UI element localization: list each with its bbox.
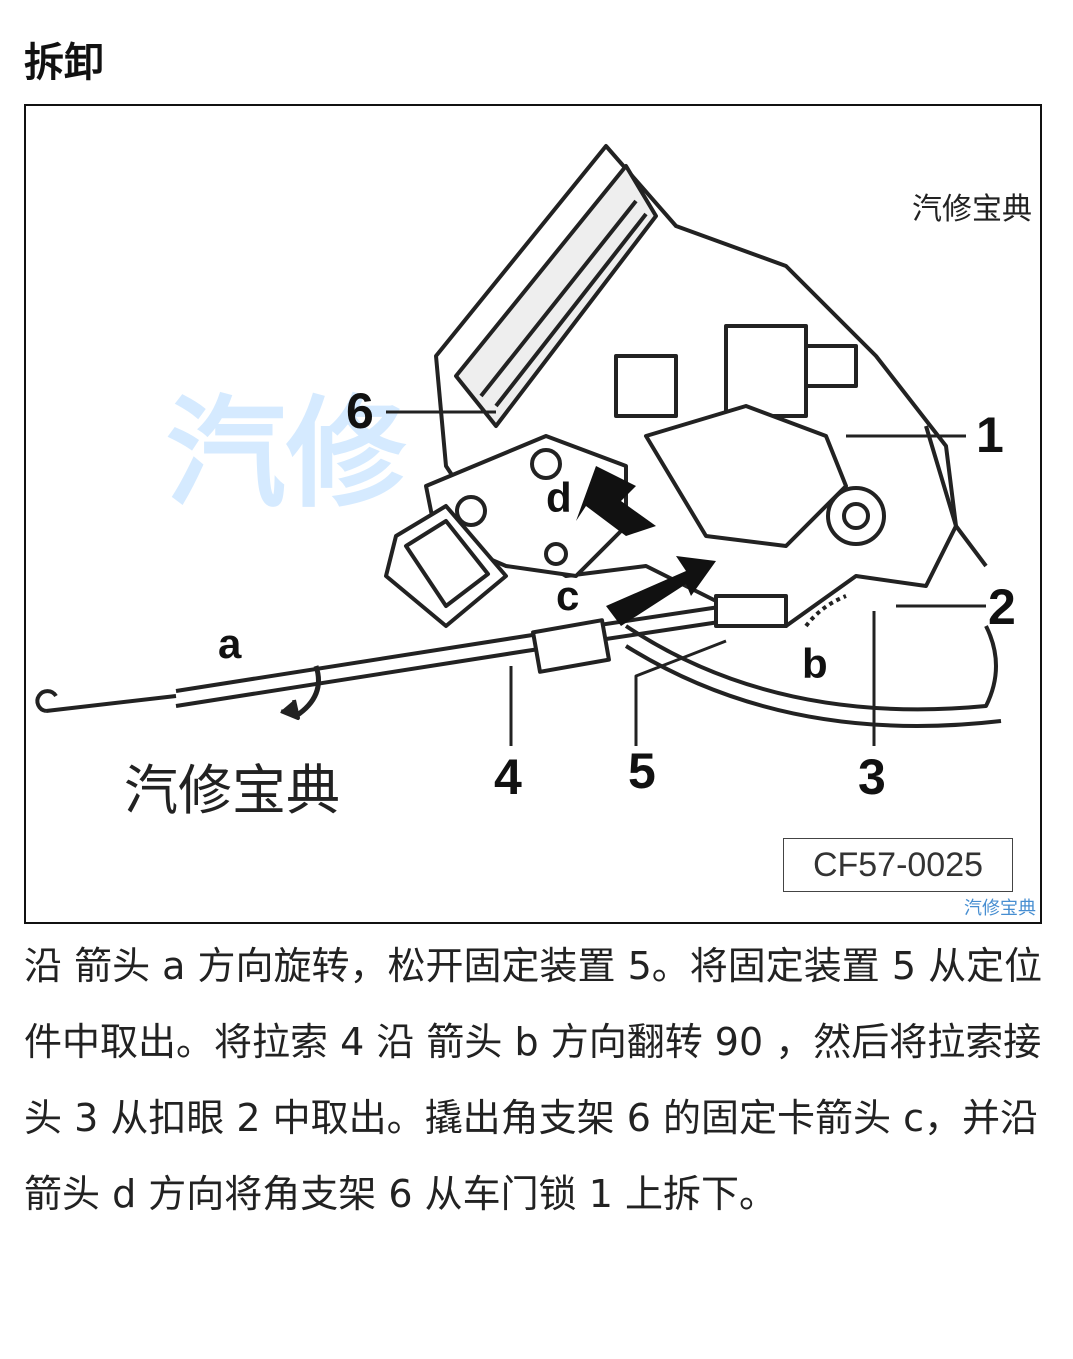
door-lock-diagram: 汽修 宝典	[24, 104, 1042, 924]
callout-5: 5	[628, 743, 656, 799]
arrow-label-b: b	[802, 640, 828, 687]
watermark-big-1: 汽修	[166, 385, 406, 524]
arrow-label-a: a	[218, 620, 242, 667]
callout-1: 1	[976, 407, 1004, 463]
callout-6: 6	[346, 383, 374, 439]
figure-code: CF57-0025	[783, 838, 1013, 892]
description-text: 沿 箭头 a 方向旋转，松开固定装置 5。将固定装置 5 从定位件中取出。将拉索…	[24, 944, 1043, 1216]
arrow-label-c: c	[556, 572, 580, 619]
watermark-bottom: 汽修宝典	[124, 759, 340, 822]
callout-4: 4	[494, 749, 522, 805]
watermark-corner: 汽修宝典	[964, 898, 1036, 919]
callout-2: 2	[988, 579, 1016, 635]
watermark-top: 汽修宝典	[912, 192, 1032, 227]
section-title: 拆卸	[24, 40, 104, 86]
diagram-drawing	[35, 144, 1002, 746]
callout-3: 3	[858, 749, 886, 805]
arrow-label-d: d	[546, 474, 572, 521]
